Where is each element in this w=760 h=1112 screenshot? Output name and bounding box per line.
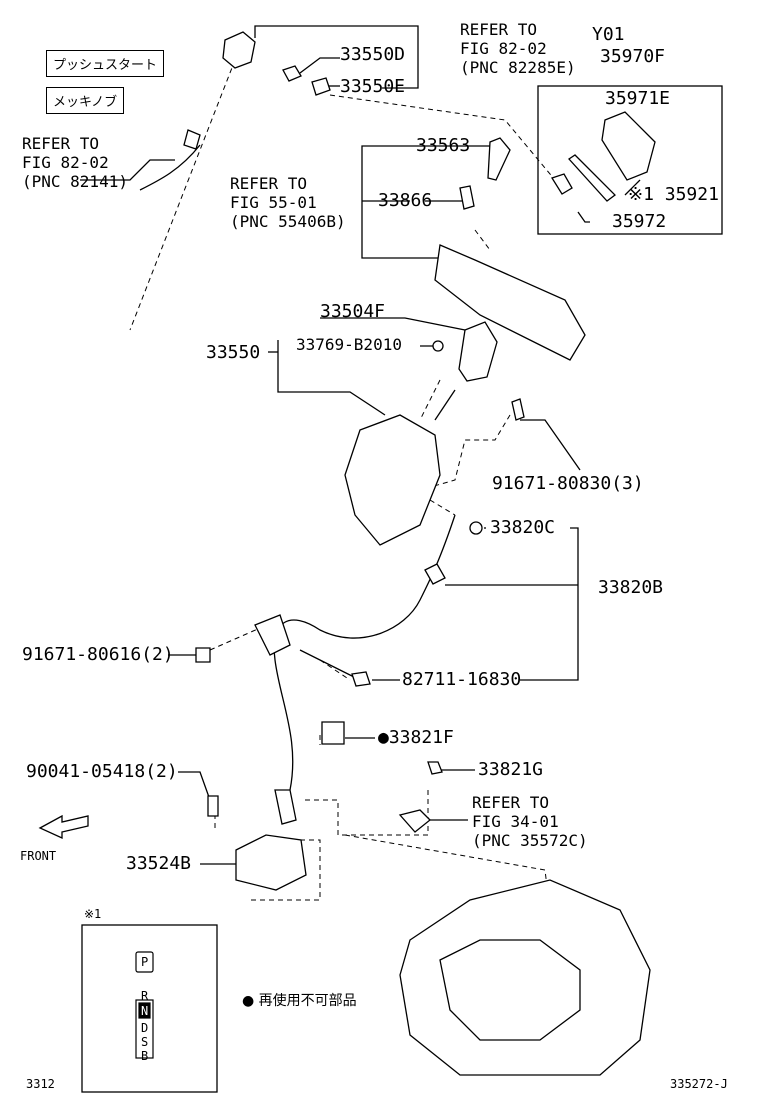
- part-33524b: [235, 834, 307, 891]
- leader-82141: [80, 159, 175, 181]
- fig-code-right: 335272-J: [670, 1077, 728, 1091]
- pn-82711-16830: 82711-16830: [402, 669, 522, 690]
- gate-d: D: [141, 1021, 149, 1035]
- part-33820c: [469, 521, 483, 535]
- label-plated-knob: メッキノブ: [46, 87, 125, 114]
- part-35972: [551, 173, 573, 195]
- front-arrow: [38, 814, 89, 840]
- bracket-33820b: [520, 527, 579, 681]
- bracket-33550: [277, 340, 386, 416]
- leader-bracket-82285e: [254, 25, 419, 89]
- part-91671-80830: [511, 398, 525, 421]
- part-transmission: [399, 879, 651, 1076]
- leader-33550d: [299, 57, 340, 74]
- gate-box: [81, 924, 218, 1093]
- note-marker: ※1: [84, 907, 102, 921]
- part-35921: [568, 154, 616, 202]
- pn-91671-80616: 91671-80616(2): [22, 644, 174, 665]
- pn-33550: 33550: [206, 342, 261, 363]
- pn-35972: 35972: [612, 211, 667, 232]
- gate-b: B: [141, 1049, 149, 1063]
- part-35971e: [601, 111, 656, 181]
- ref-82141: REFER TO FIG 82-02 (PNC 82141): [22, 134, 128, 191]
- label-push-start: プッシュスタート: [46, 50, 165, 77]
- pn-33769-b2010: 33769-B2010: [296, 335, 402, 354]
- ref-55406b: REFER TO FIG 55-01 (PNC 55406B): [230, 174, 346, 231]
- front-label: FRONT: [20, 849, 57, 863]
- part-33821g: [427, 761, 443, 775]
- ref-82285e: REFER TO FIG 82-02 (PNC 82285E): [460, 20, 576, 77]
- part-33504f: [458, 321, 498, 382]
- part-33550: [344, 414, 441, 546]
- leader-35921: [624, 179, 641, 196]
- connector-top: [222, 31, 256, 69]
- fig-code-left: 3312: [26, 1077, 55, 1091]
- gate-n: N: [141, 1004, 149, 1018]
- pn-33550e: 33550E: [340, 76, 406, 97]
- legend-not-reusable: ● 再使用不可部品: [242, 993, 357, 1009]
- gate-r: R: [141, 989, 149, 1003]
- pn-33820c: 33820C: [490, 517, 556, 538]
- part-33563: [487, 137, 511, 181]
- pn-33524b: 33524B: [126, 853, 192, 874]
- pn-33866: 33866: [378, 190, 433, 211]
- part-bracket-35572c: [398, 809, 431, 833]
- pn-91671-80830: 91671-80830(3): [492, 473, 644, 494]
- pn-35970f: 35970F: [600, 46, 666, 67]
- pn-90041-05418: 90041-05418(2): [26, 761, 178, 782]
- pn-33550d: 33550D: [340, 44, 406, 65]
- pn-33821f: ●33821F: [378, 727, 454, 748]
- pn-33563: 33563: [416, 135, 471, 156]
- pn-33821g: 33821G: [478, 759, 544, 780]
- gate-s: S: [141, 1035, 149, 1049]
- part-91671-80616: [195, 647, 211, 663]
- part-33866: [459, 185, 475, 210]
- leader-33504f: [320, 317, 466, 331]
- leader-35972: [577, 211, 590, 223]
- part-33820b: [273, 514, 456, 791]
- part-33821f: [321, 721, 345, 745]
- pn-35921: ※1 35921: [628, 184, 719, 205]
- leader-91671-80830: [520, 419, 581, 471]
- ref-35572c: REFER TO FIG 34-01 (PNC 35572C): [472, 793, 588, 850]
- part-82711: [351, 671, 371, 687]
- part-bezel: [434, 244, 586, 361]
- part-33550d: [282, 65, 302, 82]
- variant-code: Y01: [592, 24, 625, 45]
- part-90041: [207, 795, 219, 817]
- pn-33504f: 33504F: [320, 301, 386, 322]
- bracket-33563: [361, 145, 440, 259]
- part-33769: [432, 340, 444, 352]
- pn-33820b: 33820B: [598, 577, 664, 598]
- leader-90041: [178, 771, 211, 801]
- gate-glyphs: [135, 951, 154, 1059]
- part-33550e: [311, 77, 331, 96]
- gate-p: P: [141, 955, 149, 969]
- pn-35971e: 35971E: [605, 88, 671, 109]
